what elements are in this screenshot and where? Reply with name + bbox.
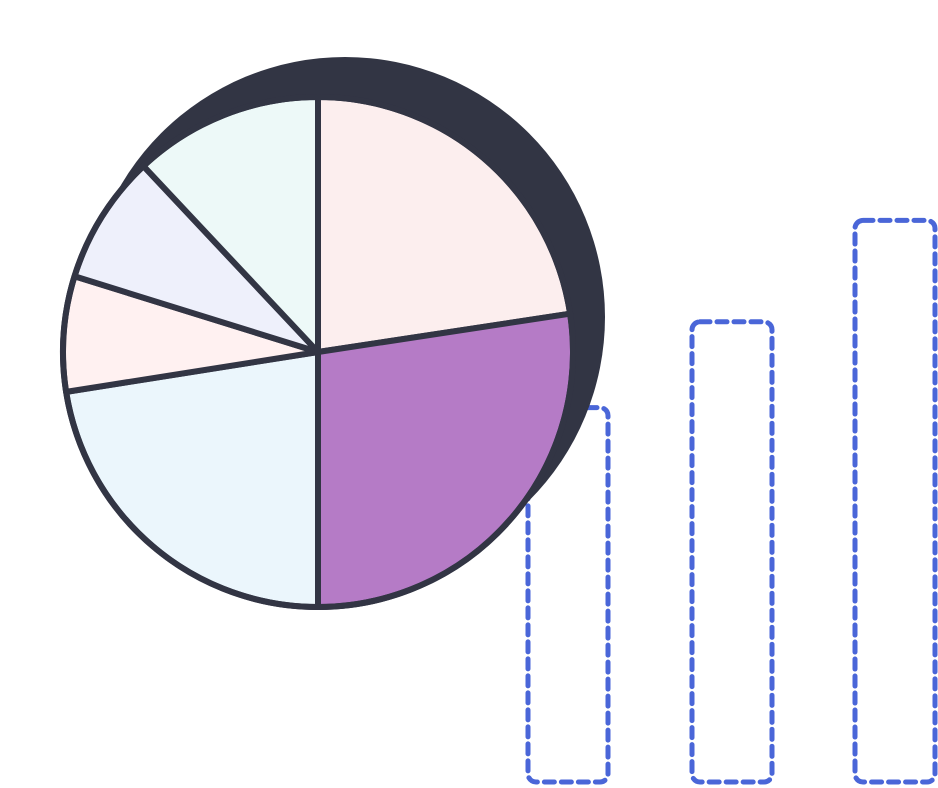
pie-slice-light-blue <box>63 349 321 610</box>
dashed-bar-3 <box>852 217 938 785</box>
pie-chart <box>60 94 576 610</box>
pie-slice-peach <box>315 94 574 355</box>
dashed-bar-2 <box>689 319 775 785</box>
pie-slice-purple <box>315 310 576 610</box>
pie-outline <box>60 94 576 610</box>
